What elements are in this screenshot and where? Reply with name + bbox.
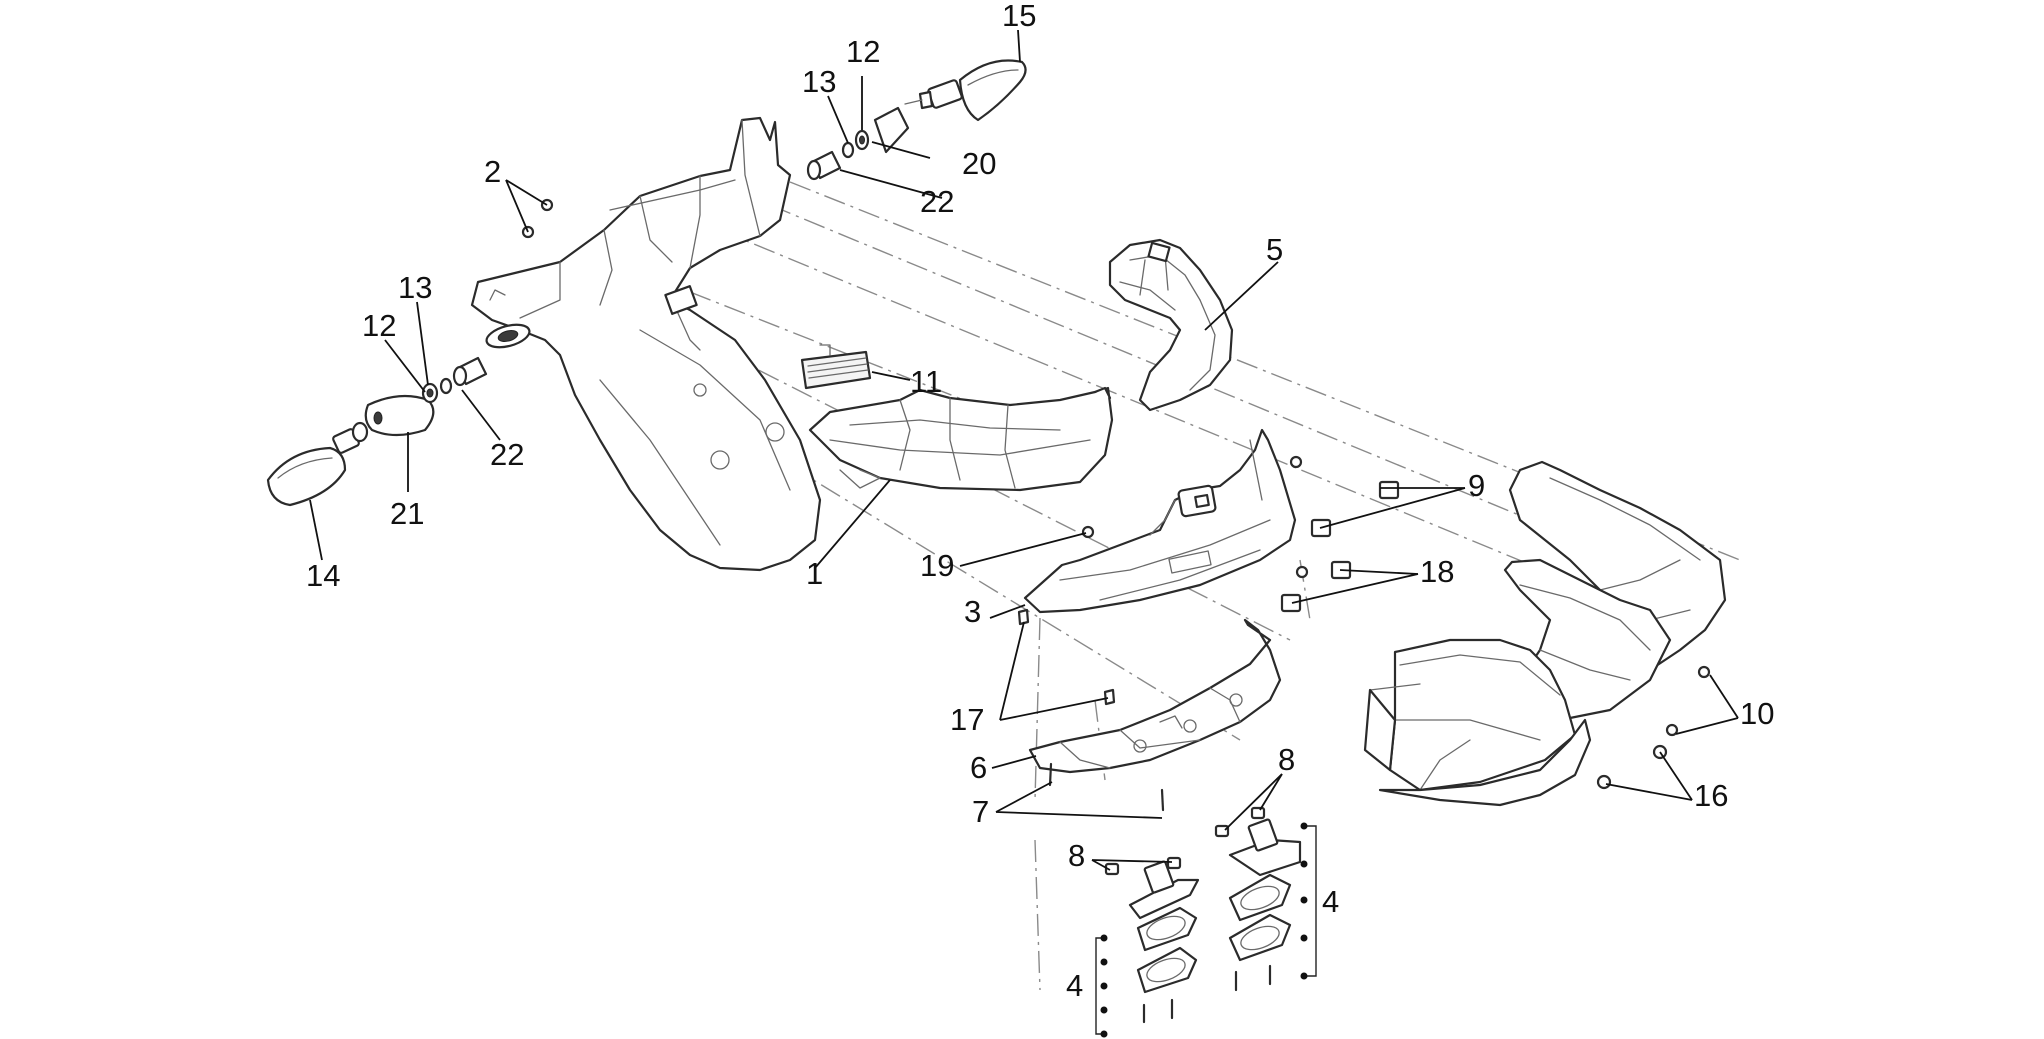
callout-13: 13 [802,64,836,99]
callout-12: 12 [846,34,880,69]
callout-1: 1 [806,556,823,591]
callout-13: 13 [398,270,432,305]
part-4-lamp-left [1104,856,1200,1024]
callout-20: 20 [962,146,996,181]
part-4-brackets [1095,822,1317,1038]
part-4-lamp-right [1214,806,1302,992]
part-6-tray [1028,618,1282,774]
part-2-screws [521,198,554,239]
callout-17: 17 [950,702,984,737]
callout-22: 22 [490,437,524,472]
turn-signal-lower [266,356,488,507]
callout-14: 14 [306,558,340,593]
callout-11: 11 [910,364,942,399]
callout-16: 16 [1694,778,1728,813]
part-11-reflector [800,344,872,390]
callout-12: 12 [362,308,396,343]
callout-18: 18 [1420,554,1454,589]
callout-9: 9 [1468,468,1485,503]
part-5-light-unit [1108,238,1234,412]
rear-mudguard-frame [470,116,822,572]
callout-labels: 15 12 13 20 22 2 5 13 12 11 22 21 14 1 9… [306,0,1774,1003]
callout-6: 6 [970,750,987,785]
callout-21: 21 [390,496,424,531]
side-fairings [1363,460,1727,807]
callout-3: 3 [964,594,981,629]
turn-signal-upper [806,59,1027,181]
callout-8: 8 [1068,838,1085,873]
callout-15: 15 [1002,0,1036,33]
callout-22: 22 [920,184,954,219]
callout-4: 4 [1066,968,1083,1003]
callout-5: 5 [1266,232,1283,267]
callout-10: 10 [1740,696,1774,731]
callout-8: 8 [1278,742,1295,777]
callout-19: 19 [920,548,954,583]
callout-2: 2 [484,154,501,189]
part-1-taillight [808,386,1114,492]
leader-lines [309,29,1739,871]
clips-and-screws [1017,455,1711,812]
callout-4: 4 [1322,884,1339,919]
part-3-support [1023,428,1297,614]
callout-7: 7 [972,794,989,829]
